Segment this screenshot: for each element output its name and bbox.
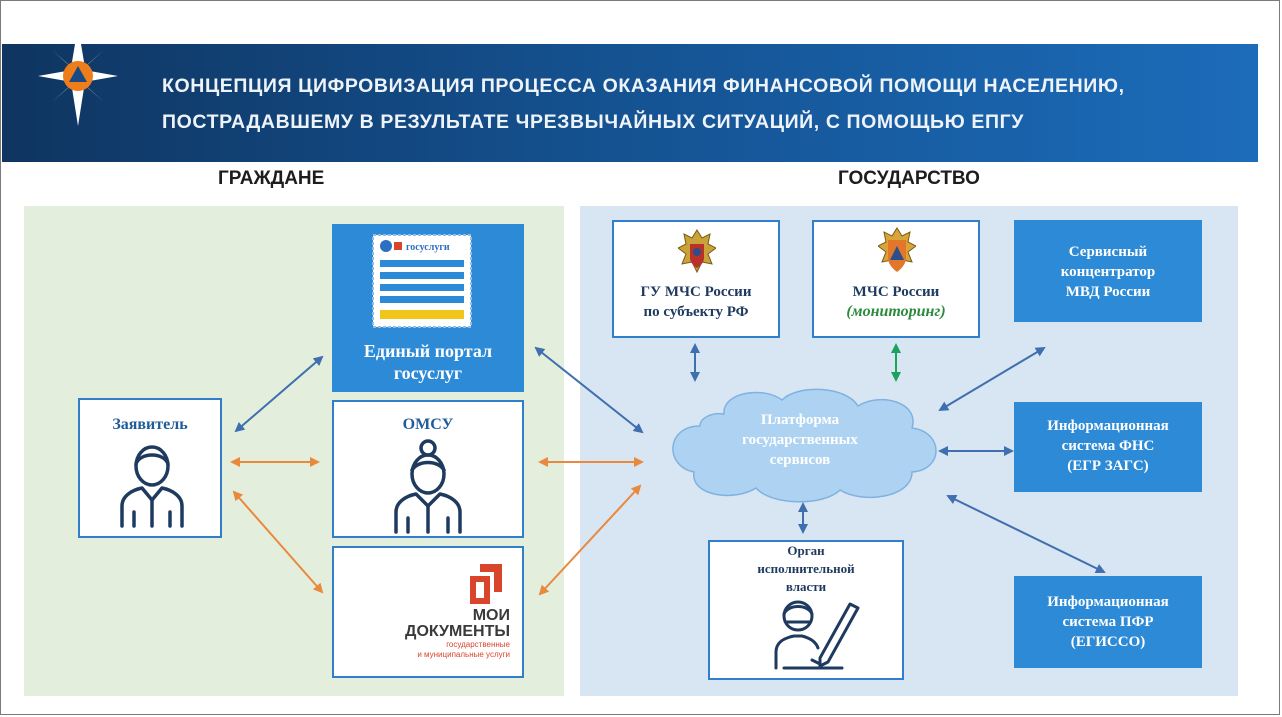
moi-dokumenty-logo-icon [470,564,502,604]
authority-line-2: исполнительной [757,561,855,576]
omsu-label: ОМСУ [402,416,454,433]
gu-mchs-line-1: ГУ МЧС России [640,284,752,300]
arrow-applicant-portal [234,355,324,433]
gosuslugi-logo-text: госуслуги [406,242,450,253]
moi-line-1: МОИ [472,607,510,624]
authority-line-1: Орган [787,543,825,558]
official-writing-icon [774,600,860,670]
pfr-system-box: Информационная система ПФР (ЕГИССО) [1014,576,1202,668]
mchs-coat-of-arms-icon [678,229,716,274]
mchs-coat-of-arms-icon [878,227,916,272]
arrow-platform-pfr [946,495,1106,573]
page-title: КОНЦЕПЦИЯ ЦИФРОВИЗАЦИЯ ПРОЦЕССА ОКАЗАНИЯ… [162,68,1242,140]
mvd-line-2: концентратор [1060,264,1156,280]
mchs-line-1: МЧС России [852,284,940,300]
mvd-line-1: Сервисный [1068,244,1148,260]
arrow-moi-platform [538,484,642,596]
fns-line-2: система ФНС [1061,438,1155,454]
pfr-line-1: Информационная [1047,594,1169,610]
moi-dokumenty-title: МОИ ДОКУМЕНТЫ [350,608,510,640]
fns-system-box: Информационная система ФНС (ЕГР ЗАГС) [1014,402,1202,492]
authority-line-3: власти [785,579,827,594]
gu-mchs-line-2: по субъекту РФ [643,304,749,320]
omsu-person-icon [394,439,462,534]
pfr-line-3: (ЕГИССО) [1070,634,1146,650]
platform-cloud-icon [672,388,937,503]
portal-label: Единый портал госуслуг [332,340,524,384]
moi-sub-2: и муниципальные услуги [417,650,510,659]
gu-mchs-label: ГУ МЧС России по субъекту РФ [614,282,778,322]
title-line-2: ПОСТРАДАВШЕМУ В РЕЗУЛЬТАТЕ ЧРЕЗВЫЧАЙНЫХ … [162,111,1024,133]
platform-label: Платформа государственных сервисов [700,410,900,480]
moi-line-2: ДОКУМЕНТЫ [405,623,510,640]
fns-label: Информационная система ФНС (ЕГР ЗАГС) [1014,416,1202,476]
gosuslugi-form-icon: госуслуги [372,234,472,328]
section-label-state: ГОСУДАРСТВО [838,168,980,189]
fns-line-3: (ЕГР ЗАГС) [1067,458,1149,474]
arrow-platform-mvd [938,346,1046,412]
omsu-box: ОМСУ [332,400,524,538]
moi-dokumenty-box[interactable]: МОИ ДОКУМЕНТЫ государственные и муниципа… [332,546,524,678]
mvd-label: Сервисный концентратор МВД России [1014,242,1202,302]
applicant-label: Заявитель [112,416,188,433]
portal-line-1: Единый портал [363,341,493,361]
arrow-applicant-moi [232,490,324,594]
portal-line-2: госуслуг [393,363,463,383]
gu-mchs-box: ГУ МЧС России по субъекту РФ [612,220,780,338]
authority-label: Орган исполнительной власти [710,542,902,596]
mvd-line-3: МВД России [1065,284,1151,300]
gosuslugi-portal-box[interactable]: госуслуги Единый портал госуслуг [332,224,524,392]
pfr-label: Информационная система ПФР (ЕГИССО) [1014,592,1202,652]
platform-line-2: государственных [742,432,858,448]
executive-authority-box: Орган исполнительной власти [708,540,904,680]
moi-sub-1: государственные [446,640,510,649]
applicant-person-icon [120,445,184,528]
pfr-line-2: система ПФР [1062,614,1154,630]
moi-dokumenty-subtitle: государственные и муниципальные услуги [350,640,510,660]
emblem-icon [38,26,118,126]
arrow-portal-platform [534,346,644,434]
section-label-citizens: ГРАЖДАНЕ [218,168,325,189]
platform-line-3: сервисов [769,452,831,468]
mvd-concentrator-box: Сервисный концентратор МВД России [1014,220,1202,322]
applicant-box: Заявитель [78,398,222,538]
title-line-1: КОНЦЕПЦИЯ ЦИФРОВИЗАЦИЯ ПРОЦЕССА ОКАЗАНИЯ… [162,75,1125,97]
mchs-line-2: (мониторинг) [846,303,946,320]
fns-line-1: Информационная [1047,418,1169,434]
platform-line-1: Платформа [760,412,840,428]
mchs-monitoring-box: МЧС России (мониторинг) [812,220,980,338]
header-banner [2,44,1258,162]
mchs-monitoring-label: МЧС России (мониторинг) [814,282,978,322]
